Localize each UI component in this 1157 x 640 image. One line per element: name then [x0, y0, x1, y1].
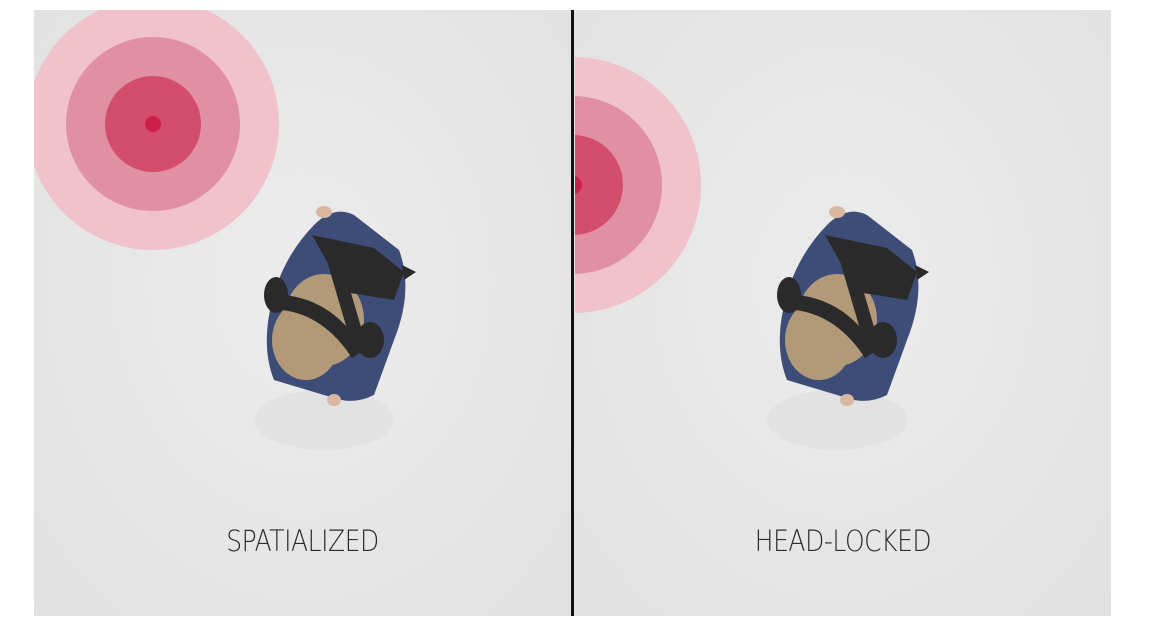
ring-center	[575, 176, 582, 194]
comparison-figure: SPATIALIZED	[34, 10, 1111, 616]
spatialized-panel: SPATIALIZED	[34, 10, 571, 616]
head-locked-panel: HEAD-LOCKED	[575, 10, 1111, 616]
spatialized-illustration	[34, 10, 416, 450]
panel-divider	[571, 10, 574, 616]
ring-inner	[575, 135, 623, 235]
spatialized-label: SPATIALIZED	[226, 524, 379, 558]
sound-source-icon	[575, 57, 701, 313]
ring-center	[145, 116, 161, 132]
floor-shadow	[254, 390, 394, 450]
head-locked-label: HEAD-LOCKED	[754, 524, 932, 558]
listener-icon	[264, 206, 416, 406]
floor-shadow	[767, 390, 907, 450]
sound-source-icon	[34, 10, 279, 250]
listener-icon	[777, 206, 929, 406]
head-locked-illustration	[575, 57, 929, 450]
